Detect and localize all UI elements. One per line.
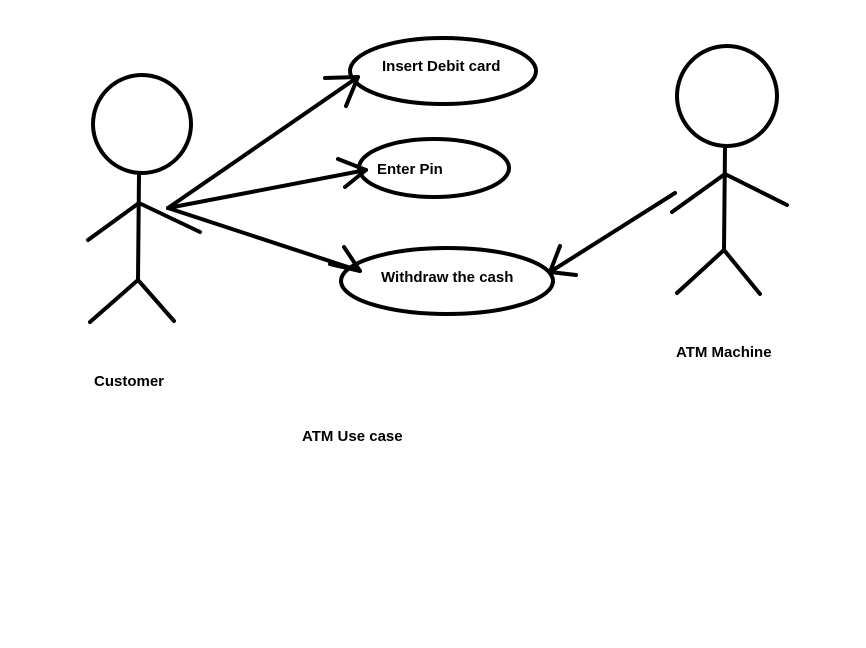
use-case-insert-card-oval <box>348 36 538 106</box>
use-case-enter-pin: Enter Pin <box>357 137 511 199</box>
customer-label: Customer <box>94 373 164 390</box>
atm-machine-label: ATM Machine <box>676 344 772 361</box>
use-case-withdraw-cash-oval <box>339 246 555 316</box>
arrow-customer-to-insert-card <box>166 75 360 210</box>
use-case-withdraw-cash: Withdraw the cash <box>339 246 555 316</box>
atm-machine-body <box>722 144 727 252</box>
arrow-customer-to-enter-pin-head <box>336 157 368 189</box>
use-case-enter-pin-label: Enter Pin <box>377 161 443 178</box>
arrow-customer-to-withdraw-cash-line <box>166 206 362 273</box>
customer-left-arm <box>86 201 141 242</box>
atm-machine-left-leg <box>675 248 726 295</box>
arrow-atm-machine-to-withdraw-cash-head <box>548 244 578 277</box>
use-case-insert-card: Insert Debit card <box>348 36 538 106</box>
customer-head <box>91 73 193 175</box>
use-case-insert-card-label: Insert Debit card <box>382 58 500 75</box>
arrow-customer-to-enter-pin-line <box>166 168 368 210</box>
atm-machine-right-leg <box>722 248 762 296</box>
arrow-atm-machine-to-withdraw-cash-line <box>548 191 677 274</box>
arrow-customer-to-insert-card-line <box>166 75 360 210</box>
atm-machine-head <box>675 44 779 148</box>
customer-body <box>136 172 141 282</box>
atm-machine-right-arm <box>723 172 789 207</box>
customer-left-leg <box>88 278 140 324</box>
atm-machine-left-arm <box>670 172 727 214</box>
atm-machine-actor <box>670 44 789 296</box>
arrow-customer-to-enter-pin <box>166 157 368 210</box>
customer-actor <box>86 73 202 324</box>
customer-right-arm <box>137 201 202 234</box>
arrow-customer-to-withdraw-cash-head <box>328 245 362 273</box>
diagram-caption: ATM Use case <box>302 428 403 445</box>
arrow-atm-machine-to-withdraw-cash <box>548 191 677 277</box>
arrow-customer-to-withdraw-cash <box>166 206 362 273</box>
customer-right-leg <box>136 278 176 323</box>
arrow-customer-to-insert-card-head <box>323 75 360 108</box>
use-case-withdraw-cash-label: Withdraw the cash <box>381 269 513 286</box>
